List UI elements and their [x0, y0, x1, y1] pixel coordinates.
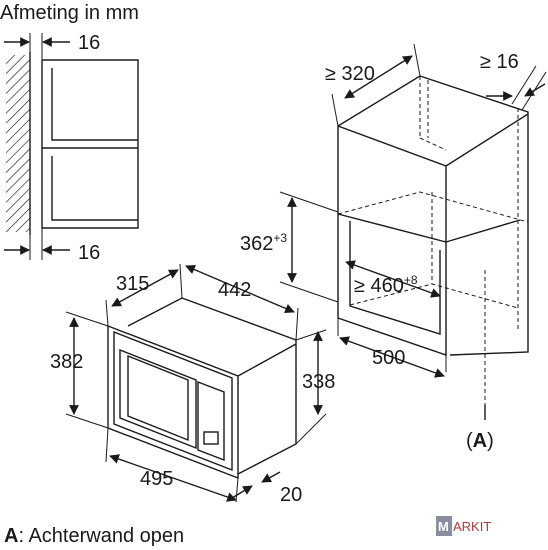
- markit-logo: M ARKIT: [436, 516, 491, 536]
- oven-view: 315 442 382 338 495 20: [50, 263, 335, 506]
- oven-depth-label: 315: [116, 273, 149, 295]
- oven-control-panel: [197, 380, 225, 462]
- niche-width-label: ≥ 460+8: [354, 273, 418, 297]
- niche-height-label: 362+3: [240, 231, 287, 255]
- side-gap-bottom-label: 16: [78, 242, 100, 264]
- oven-display: [203, 431, 219, 445]
- niche-upper-box: [337, 124, 447, 243]
- niche-depth-label: ≥ 320: [325, 63, 375, 85]
- wall-hatch: [6, 55, 30, 232]
- oven-door-window: [119, 348, 197, 450]
- oven-body-height-label: 338: [302, 371, 335, 393]
- back-wall-marker: (A): [466, 430, 494, 452]
- oven-body: [127, 297, 297, 475]
- niche-view: ≥ 320 ≥ 16 362+3 ≥ 460+8 500 (A): [240, 43, 547, 452]
- svg-text:ARKIT: ARKIT: [453, 519, 491, 534]
- diagram-title: Afmeting in mm: [0, 2, 139, 24]
- oven-width-top-label: 442: [218, 279, 251, 301]
- svg-text:M: M: [438, 519, 449, 534]
- side-view: 16 16: [4, 32, 139, 264]
- side-gap-top-label: 16: [78, 32, 100, 54]
- niche-profile-bottom: [41, 148, 139, 229]
- niche-profile-top: [41, 59, 139, 149]
- oven-frame-label: 20: [280, 484, 302, 506]
- oven-height-label: 382: [50, 351, 83, 373]
- niche-back-gap-label: ≥ 16: [480, 51, 519, 73]
- oven-width-front-label: 495: [140, 468, 173, 490]
- caption: A: Achterwand open: [4, 525, 184, 547]
- niche-full-width-label: 500: [372, 347, 405, 369]
